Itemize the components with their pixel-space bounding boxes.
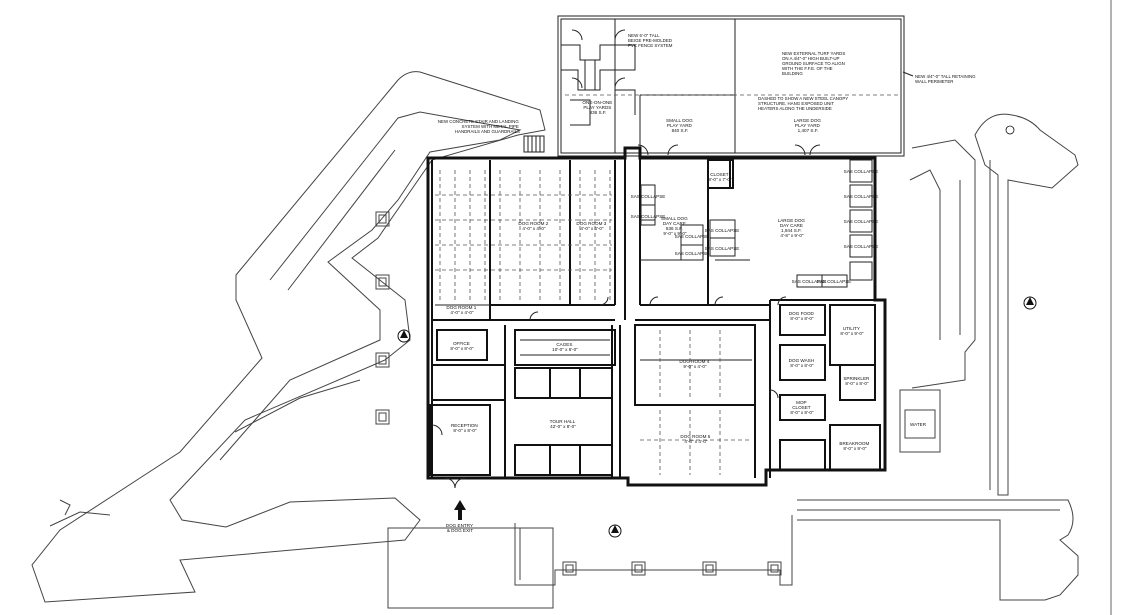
room-one-on-one: ONE-ON-ONE PLAY YARDS 836 S.F. [582,100,613,115]
label-collapse: SAS COLLAPSE [792,279,827,284]
note-canopy: DASHED TO SHOW A NEW STEEL CANOPY STRUCT… [758,96,849,111]
label-collapse: SAS COLLAPSE [675,251,710,256]
label-collapse: SAS COLLAPSE [705,246,740,251]
room-dog-food: DOG FOOD 8'-0" x 8'-0" [789,311,815,321]
site-lamp-markers [375,211,782,576]
label-collapse: SAS COLLAPSE [817,279,852,284]
label-collapse: SAS COLLAPSE [705,228,740,233]
label-collapse: SAS COLLAPSE [844,194,879,199]
room-kennel-1: DOG ROOM 1 4'-0" x 4'-0" [446,305,477,315]
label-collapse: SAS COLLAPSE [631,194,666,199]
room-tour-hall: TOUR HALL 42'-0" x 8'-0" [550,419,577,429]
room-large-yard: LARGE DOG PLAY YARD 1,407 S.F. [794,118,823,133]
play-yards [523,19,900,156]
room-utility: UTILITY 8'-0" x 9'-0" [840,326,864,336]
building [426,146,887,489]
room-breakroom: BREAKROOM 8'-0" x 9'-0" [839,441,870,451]
room-kennel-5: DOG ROOM 5 4'-0" x 4'-0" [680,434,711,444]
room-office: OFFICE 8'-0" x 8'-0" [450,341,474,351]
room-kennel-2: DOG ROOM 2 4'-0" x 4'-0" [518,221,549,231]
room-dog-wash: DOG WASH 8'-0" x 8'-0" [789,358,816,368]
label-dog-entry: DOG ENTRY & DOG EXIT [446,523,474,533]
room-closet: CLOSET 8'-0" x 7'-0" [708,172,732,182]
room-cages: CAGES 10'-0" x 6'-0" [552,342,578,352]
room-small-daycare: SMALL DOG DAY CARE 836 S.F. 9'-0" x 9'-0… [661,216,689,236]
labels: NEW 6'-0" TALL BEIGE PRE-MOLDED PVC FENC… [438,33,977,533]
site-outlines [31,15,1079,609]
water-feature [899,389,941,453]
room-large-daycare: LARGE DOG DAY CARE 1,944 S.F. 4'-8" x 9'… [778,218,807,238]
label-water: WATER [910,422,927,427]
note-turf: NEW EXTERNAL TURF YARDS ON A 4/4"-0" HIG… [782,51,847,76]
room-kennel-4: DOG ROOM 4 9'-0" x 4'-0" [679,359,710,369]
dog-entry-arrow-icon [454,500,466,520]
label-collapse: SAS COLLAPSE [631,214,666,219]
room-kennel-3: DOG ROOM 3 4'-0" x 4'-0" [576,221,607,231]
note-stair: NEW CONCRETE STAIR AND LANDING SYSTEM WI… [438,119,520,134]
label-collapse: SAS COLLAPSE [844,169,879,174]
note-fence: NEW 6'-0" TALL BEIGE PRE-MOLDED PVC FENC… [628,33,673,48]
room-sprinkler: SPRINKLER 8'-0" x 8'-0" [843,376,870,386]
room-small-yard: SMALL DOG PLAY YARD 840 S.F. [666,118,694,133]
label-collapse: SAS COLLAPSE [844,219,879,224]
note-wall: NEW 4/4"-0" TALL RETAINING WALL PERIMETE… [915,74,977,84]
label-collapse: SAS COLLAPSE [675,234,710,239]
room-reception: RECEPTION 8'-0" x 8'-0" [451,423,479,433]
label-collapse: SAS COLLAPSE [844,244,879,249]
section-marker-icons [397,125,1037,538]
room-mop: MOP CLOSET 8'-0" x 8'-0" [790,400,814,415]
